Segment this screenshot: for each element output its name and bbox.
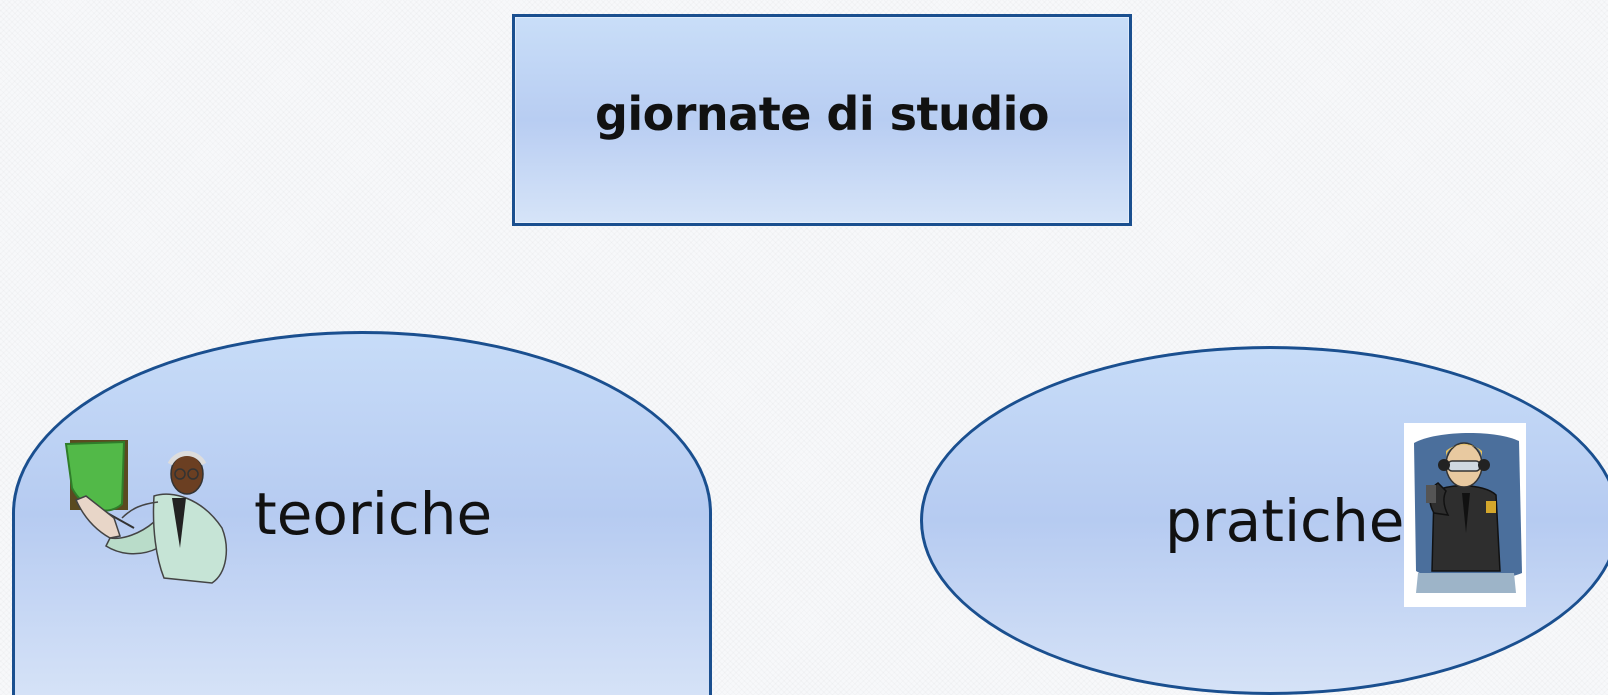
right-node-label: pratiche bbox=[1165, 487, 1405, 555]
teacher-with-board-icon bbox=[64, 440, 228, 584]
diagram-title: giornate di studio bbox=[594, 87, 1050, 141]
title-box: giornate di studio bbox=[512, 14, 1132, 226]
left-node-label: teoriche bbox=[254, 480, 493, 548]
security-guard-icon bbox=[1404, 423, 1526, 607]
